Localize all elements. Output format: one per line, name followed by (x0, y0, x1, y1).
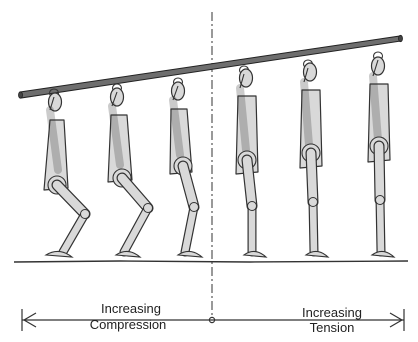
shin (185, 207, 194, 252)
figure-1 (44, 89, 90, 257)
shin (124, 208, 148, 252)
foot (372, 251, 394, 257)
figure-4 (236, 66, 266, 257)
arm (304, 82, 309, 145)
thigh (122, 178, 148, 208)
thigh (247, 160, 252, 206)
figure-3 (170, 78, 202, 257)
compression-label-line1: Increasing (76, 302, 186, 316)
knee-joint (190, 203, 199, 212)
figure-2 (108, 84, 153, 257)
knee-joint (144, 204, 153, 213)
knee-joint (309, 198, 318, 207)
knee-joint (81, 210, 90, 219)
figure-5 (300, 60, 328, 257)
thigh (311, 153, 313, 202)
arm (373, 76, 378, 140)
shin (63, 214, 85, 252)
ground-line (14, 261, 408, 262)
inclined-beam (19, 35, 403, 98)
shin (380, 200, 381, 252)
tension-label-line2: Tension (282, 321, 382, 335)
foot (306, 251, 328, 257)
thigh (379, 146, 380, 200)
shin (313, 202, 314, 252)
knee-joint (376, 196, 385, 205)
knee-joint (248, 202, 257, 211)
compression-label-line2: Compression (60, 318, 196, 332)
tension-label-line1: Increasing (282, 306, 382, 320)
foot (244, 251, 266, 257)
figure-6 (368, 52, 394, 257)
foot (46, 251, 72, 257)
thigh (57, 185, 85, 214)
